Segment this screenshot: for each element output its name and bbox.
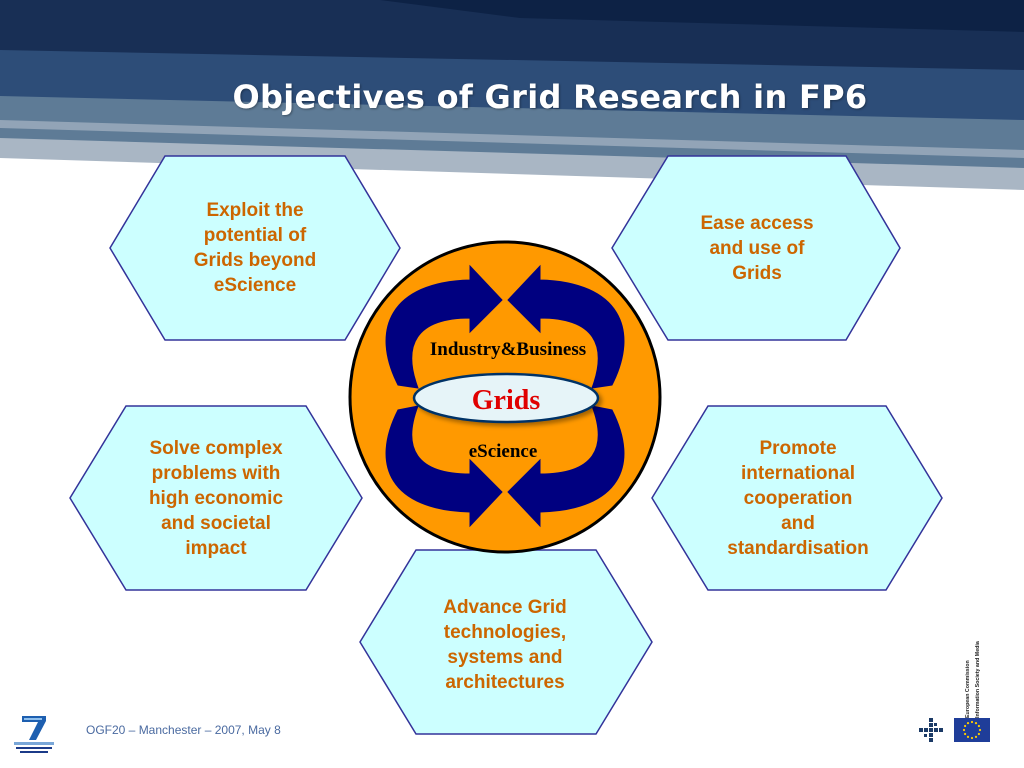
hex-ease — [611, 155, 901, 341]
escience-label: eScience — [469, 441, 538, 462]
dots-logo-icon — [919, 718, 943, 742]
cycle-arrows-icon — [385, 264, 625, 528]
fp7-logo-icon — [14, 716, 54, 753]
slide-title: Objectives of Grid Research in FP6 — [232, 78, 868, 116]
objective-exploit-label: Exploit the potential of Grids beyond eS… — [193, 200, 317, 296]
eu-flag-icon — [954, 718, 990, 742]
hex-promote — [651, 405, 943, 591]
grids-label: Grids — [472, 385, 541, 416]
european-commission-sidebar: European Commission Information Society … — [956, 626, 986, 718]
header-banner — [0, 0, 1024, 200]
footer-text: OGF20 – Manchester – 2007, May 8 — [86, 723, 281, 737]
objective-promote-label: Promote international cooperation and st… — [727, 437, 869, 559]
industry-business-label: Industry&Business — [430, 339, 586, 360]
objective-advance-label: Advance Grid technologies, systems and a… — [443, 597, 567, 693]
grids-ellipse — [412, 372, 600, 424]
hex-solve — [69, 405, 363, 591]
hex-exploit — [109, 155, 401, 341]
objective-ease-label: Ease access and use of Grids — [700, 212, 814, 284]
objective-solve-label: Solve complex problems with high economi… — [148, 437, 284, 559]
sidebar-dg-name: Information Society and Media — [975, 641, 981, 718]
hex-advance — [359, 549, 653, 735]
